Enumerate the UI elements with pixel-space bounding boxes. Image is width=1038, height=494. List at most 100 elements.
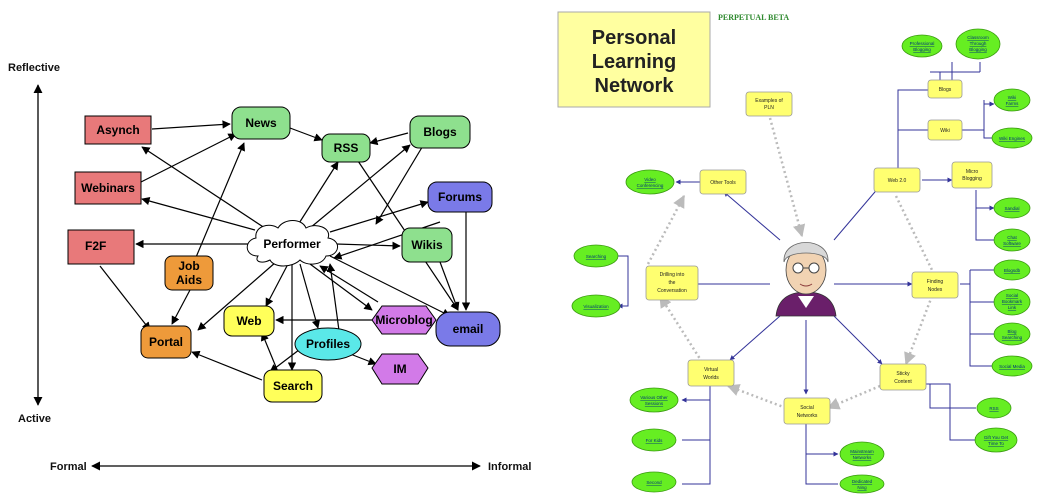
svg-text:Nodes: Nodes — [928, 287, 943, 293]
svg-text:Webinars: Webinars — [81, 181, 135, 195]
node-news: News — [231, 106, 291, 140]
leaf-blog-searching: Blog Searching — [993, 322, 1031, 346]
left-diagram: Reflective Active Formal Informal — [8, 62, 531, 473]
svg-text:the: the — [669, 280, 676, 286]
spoke-lines — [683, 185, 913, 395]
leaf-dedicated-ning: Dedicated Ning — [839, 474, 885, 494]
leaf-social-media: Social Media — [991, 355, 1033, 377]
svg-text:Other Tools: Other Tools — [710, 180, 736, 186]
svg-text:Conferencing: Conferencing — [637, 183, 664, 188]
svg-text:Web 2.0: Web 2.0 — [888, 178, 907, 184]
axis-label-active: Active — [18, 413, 51, 425]
node-performer: Performer — [246, 220, 338, 267]
axis-label-formal: Formal — [50, 461, 87, 473]
leaf-second: Second — [631, 471, 677, 493]
svg-text:Asynch: Asynch — [96, 123, 139, 137]
svg-text:Aids: Aids — [176, 273, 202, 287]
node-search: Search — [263, 369, 323, 403]
leaf-sandial: Sandial — [993, 197, 1031, 219]
axis-label-reflective: Reflective — [8, 62, 60, 74]
svg-text:Sessions: Sessions — [645, 401, 664, 406]
left-edges — [99, 120, 471, 381]
svg-text:Micro: Micro — [966, 169, 978, 175]
svg-text:Software: Software — [1003, 241, 1021, 246]
svg-text:Virtual: Virtual — [704, 367, 718, 373]
svg-text:Sticky: Sticky — [896, 371, 910, 377]
axis-label-informal: Informal — [488, 461, 531, 473]
svg-text:Wikis: Wikis — [411, 238, 443, 252]
svg-text:Gift You Get: Gift You Get — [984, 435, 1009, 440]
svg-text:Ning: Ning — [857, 485, 867, 490]
leaf-visualization: Visualization — [571, 294, 621, 318]
svg-text:Social: Social — [1006, 293, 1018, 298]
svg-text:RSS: RSS — [989, 406, 998, 411]
svg-text:Job: Job — [178, 259, 199, 273]
svg-text:Blogsdb: Blogsdb — [1004, 268, 1021, 273]
node-virtual-worlds: Virtual Worlds — [687, 359, 735, 387]
node-webinars: Webinars — [74, 171, 142, 205]
node-web: Web — [223, 305, 275, 337]
perpetual-beta-banner: PERPETUAL BETA — [718, 13, 789, 22]
svg-text:Performer: Performer — [263, 237, 321, 251]
leaf-video-conferencing: Video Conferencing — [625, 169, 675, 195]
svg-text:Mainstream: Mainstream — [850, 449, 874, 454]
node-finding-nodes: Finding Nodes — [911, 271, 959, 299]
svg-text:Personal: Personal — [592, 27, 676, 49]
leaf-rss: RSS — [976, 397, 1012, 419]
node-email: email — [435, 311, 501, 347]
svg-text:For Kids: For Kids — [646, 438, 664, 443]
svg-text:Bookmark: Bookmark — [1002, 299, 1023, 304]
svg-text:Second: Second — [646, 480, 662, 485]
node-drilling: Drilling into the Conversation — [645, 265, 699, 301]
leaf-blogsdb: Blogsdb — [993, 259, 1031, 281]
svg-text:Blogs: Blogs — [939, 87, 952, 93]
node-job-aids: Job Aids — [164, 255, 214, 291]
node-examples-pln: Examples of PLN — [745, 91, 793, 117]
svg-text:Networks: Networks — [853, 455, 873, 460]
node-other-tools: Other Tools — [699, 169, 747, 195]
leaf-chat-software: Chat Software — [993, 228, 1031, 252]
svg-text:Web: Web — [236, 314, 261, 328]
svg-text:Networks: Networks — [797, 413, 818, 419]
leaf-social-bookmark: Social Bookmark Link — [993, 288, 1031, 316]
leaf-professional-blogging: Professional Blogging — [901, 34, 943, 58]
right-diagram: Personal Learning Network PERPETUAL BETA — [557, 11, 1033, 494]
svg-text:Link: Link — [1008, 305, 1017, 310]
leaf-wiki-farms: Wiki Farms — [993, 88, 1031, 112]
svg-text:Blogging: Blogging — [962, 176, 982, 182]
node-im: IM — [371, 353, 429, 385]
svg-text:Professional: Professional — [910, 41, 935, 46]
node-social-networks: Social Networks — [783, 397, 831, 425]
node-web20: Web 2.0 — [873, 167, 921, 193]
svg-text:PLN: PLN — [764, 105, 774, 111]
node-f2f: F2F — [67, 229, 135, 265]
svg-text:Farms: Farms — [1006, 101, 1019, 106]
svg-text:Network: Network — [595, 75, 675, 97]
svg-text:Wiki Engines: Wiki Engines — [999, 136, 1026, 141]
svg-text:email: email — [453, 322, 484, 336]
svg-text:Forums: Forums — [438, 190, 482, 204]
title-box: Personal Learning Network — [557, 11, 711, 108]
leaf-wiki-engines: Wiki Engines — [991, 127, 1033, 149]
svg-text:F2F: F2F — [85, 239, 106, 253]
node-blogs: Blogs — [409, 115, 471, 149]
node-forums: Forums — [427, 181, 493, 213]
person-avatar — [775, 242, 837, 317]
node-profiles: Profiles — [294, 327, 362, 361]
svg-text:Various Other: Various Other — [640, 395, 668, 400]
svg-text:Blog: Blog — [1007, 329, 1017, 334]
node-blogs-r: Blogs — [927, 79, 963, 99]
leaf-various-other: Various Other Sessions — [629, 387, 679, 413]
svg-text:Finding: Finding — [927, 279, 944, 285]
svg-text:Video: Video — [644, 177, 656, 182]
svg-text:Blogs: Blogs — [423, 125, 457, 139]
svg-text:Wiki: Wiki — [1008, 95, 1017, 100]
node-asynch: Asynch — [84, 115, 152, 145]
svg-text:Examples of: Examples of — [755, 98, 783, 104]
svg-text:Wiki: Wiki — [940, 128, 949, 134]
node-rss: RSS — [321, 133, 371, 163]
svg-text:Profiles: Profiles — [306, 337, 350, 351]
svg-text:Blogging: Blogging — [913, 47, 931, 52]
node-portal: Portal — [140, 325, 192, 359]
